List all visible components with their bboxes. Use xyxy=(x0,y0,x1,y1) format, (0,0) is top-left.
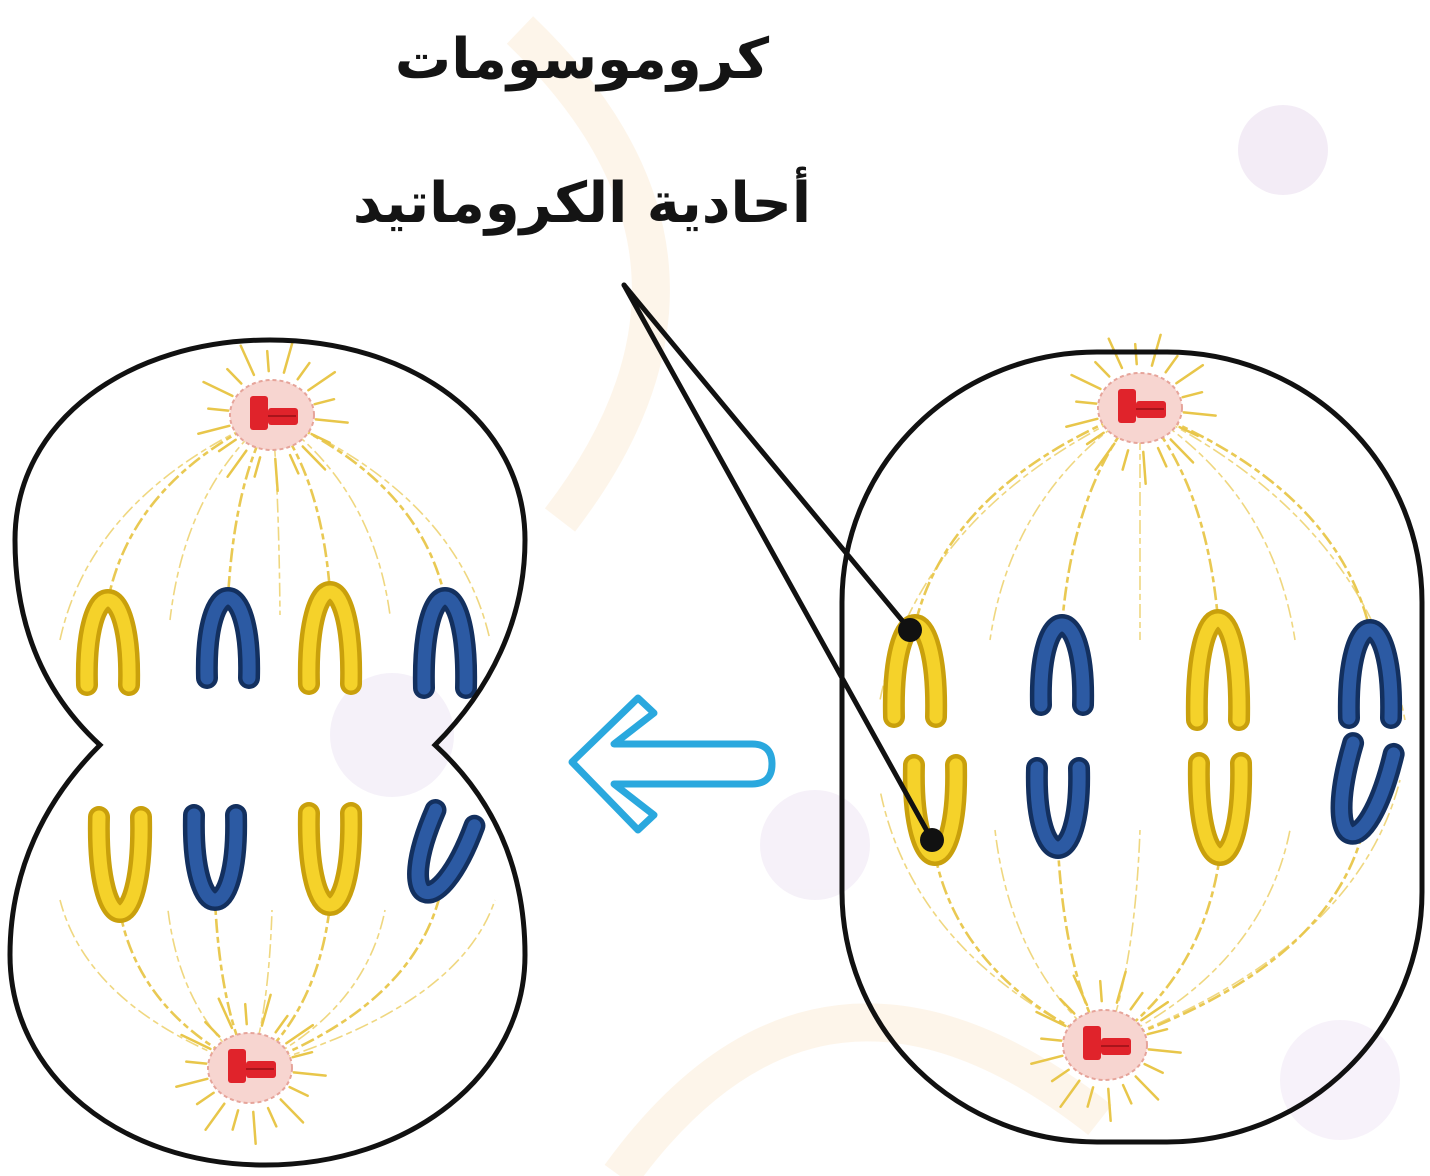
aster-ray xyxy=(227,369,241,383)
aster-ray xyxy=(245,1004,246,1024)
centriole xyxy=(1083,1026,1101,1060)
aster-ray xyxy=(312,434,330,443)
aster-ray xyxy=(1145,1064,1163,1073)
aster-ray xyxy=(294,1072,326,1075)
spindle-fiber xyxy=(880,408,1140,700)
aster-ray xyxy=(176,1079,207,1087)
aster-ray xyxy=(186,1062,206,1064)
spindle-fiber xyxy=(1140,408,1405,720)
aster-ray xyxy=(208,409,228,411)
aster-ray xyxy=(293,1052,312,1057)
aster-ray xyxy=(1166,356,1178,372)
label-chromosomes: كروموسومات xyxy=(282,26,882,93)
label-single-chromatid: أحادية الكروماتيد xyxy=(282,170,882,237)
aster-ray xyxy=(267,351,268,371)
chromatid-body xyxy=(87,600,129,685)
aster-ray xyxy=(276,1016,288,1032)
aster-ray xyxy=(1149,1049,1181,1052)
pointer-dot xyxy=(920,828,944,852)
aster-ray xyxy=(1076,402,1096,404)
watermark-dot xyxy=(1280,1020,1400,1140)
aster-ray xyxy=(1158,448,1166,466)
aster-ray xyxy=(205,1022,219,1036)
chromatid-body xyxy=(424,598,466,688)
aster-ray xyxy=(275,459,277,491)
aster-ray xyxy=(1131,993,1143,1009)
aster-ray xyxy=(1072,375,1101,389)
centriole xyxy=(1118,389,1136,423)
aster-ray xyxy=(204,382,233,396)
chromosome-blue xyxy=(1037,768,1079,848)
aster-ray xyxy=(1066,419,1097,427)
watermark-dot xyxy=(760,790,870,900)
chromosome-blue xyxy=(405,810,474,900)
aster-ray xyxy=(233,1110,238,1129)
aster-ray xyxy=(1060,999,1074,1013)
chromatid-body xyxy=(309,592,351,684)
pointer-dot xyxy=(898,618,922,642)
chromosome-yellow xyxy=(309,592,351,684)
spindle-fiber xyxy=(1140,408,1370,630)
chromosome-yellow xyxy=(1197,620,1239,720)
chromosome-yellow xyxy=(1199,763,1241,855)
chromatid-body xyxy=(99,817,141,912)
chromatid-body xyxy=(1197,620,1239,720)
chromatid-body xyxy=(1199,763,1241,855)
chromatid-body xyxy=(309,813,351,905)
aster-ray xyxy=(1123,1085,1131,1103)
aster-ray xyxy=(308,372,334,390)
aster-ray xyxy=(315,399,334,404)
aster-ray xyxy=(1108,1089,1110,1121)
aster-ray xyxy=(1176,365,1202,383)
chromatid-body xyxy=(194,815,236,900)
aster-ray xyxy=(268,1108,276,1126)
aster-ray xyxy=(281,1100,303,1123)
chromosome-yellow xyxy=(309,813,351,905)
chromosome-blue xyxy=(1041,625,1083,705)
aster-ray xyxy=(1123,450,1128,469)
aster-ray xyxy=(241,346,254,375)
aster-ray xyxy=(253,1112,255,1144)
aster-ray xyxy=(228,451,247,477)
aster-ray xyxy=(1184,412,1216,415)
watermark-dot xyxy=(1238,105,1328,195)
aster-ray xyxy=(1136,1077,1158,1100)
aster-ray xyxy=(1074,976,1087,1005)
aster-ray xyxy=(1143,452,1145,484)
aster-ray xyxy=(198,426,229,434)
chromosome-yellow xyxy=(99,817,141,912)
aster-ray xyxy=(298,363,310,379)
aster-ray xyxy=(1100,981,1101,1001)
chromosome-blue xyxy=(194,815,236,900)
aster-ray xyxy=(290,1087,308,1096)
watermark-arc xyxy=(520,30,651,520)
aster-ray xyxy=(1095,362,1109,376)
spindle-fibers xyxy=(60,408,1405,1068)
aster-ray xyxy=(1148,1029,1167,1034)
chromosome-yellow xyxy=(87,600,129,685)
chromosome-blue xyxy=(207,598,249,678)
watermark-arc xyxy=(620,1022,1100,1176)
spindle-fiber xyxy=(915,408,1140,625)
aster-ray xyxy=(197,1093,214,1104)
chromatid-body xyxy=(1349,630,1391,718)
chromosome-blue xyxy=(1349,630,1391,718)
aster-ray xyxy=(316,419,348,422)
chromosome-blue xyxy=(424,598,466,688)
aster-ray xyxy=(1183,392,1202,397)
centriole xyxy=(250,396,268,430)
aster-ray xyxy=(284,342,293,373)
left-arrow-icon xyxy=(572,698,772,830)
aster-ray xyxy=(255,457,260,476)
aster-ray xyxy=(1096,444,1115,470)
aster-ray xyxy=(1041,1039,1061,1041)
centriole xyxy=(228,1049,246,1083)
aster-ray xyxy=(1117,972,1126,1003)
aster-ray xyxy=(206,1104,225,1130)
pointer-line xyxy=(624,285,910,630)
